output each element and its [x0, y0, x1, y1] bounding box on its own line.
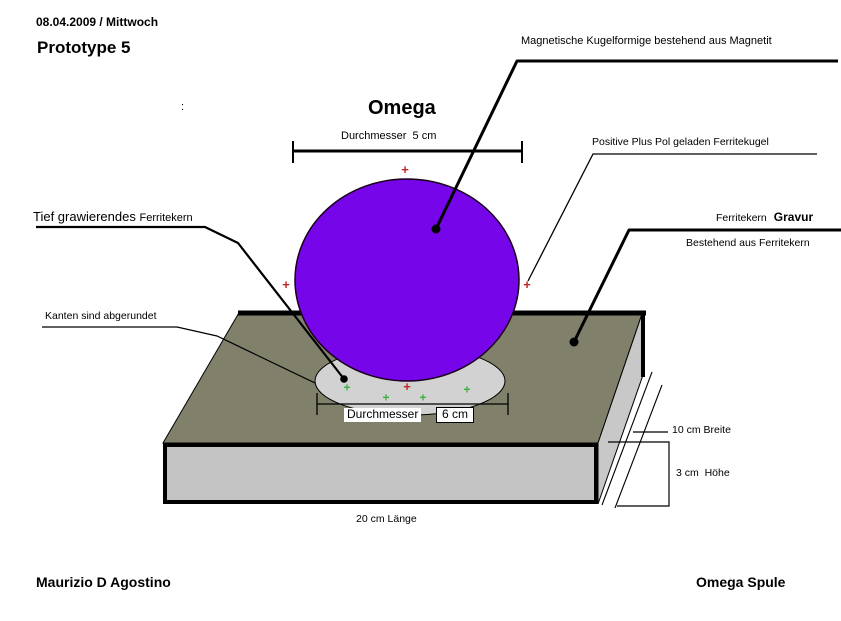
diagram-title: Omega: [368, 97, 436, 119]
red-plus-mark: +: [282, 277, 290, 293]
rounded-edges-label: Kanten sind abgerundet: [45, 310, 157, 322]
project-name: Omega Spule: [696, 574, 786, 590]
base-material-label: Bestehend aus Ferritekern: [686, 237, 810, 249]
gravur-pointer-line: [572, 228, 841, 343]
slab-width-label: 10 cm Breite: [672, 424, 731, 436]
author-name: Maurizio D Agostino: [36, 574, 171, 590]
engraving-label-bold: Gravur: [773, 210, 814, 224]
positive-pol-pointer-line: [527, 153, 817, 282]
base-diameter-word-label: Durchmesser: [344, 407, 422, 423]
breite-extension-line-1: [601, 371, 653, 506]
tief-pointer-line: [36, 225, 345, 380]
magnetit-pointer-line: [434, 59, 838, 230]
red-plus-mark: +: [523, 277, 531, 293]
tief-pointer-dot: [340, 375, 348, 383]
green-plus-mark: +: [463, 382, 471, 397]
sphere-material-label: Magnetische Kugelformige bestehend aus M…: [521, 35, 772, 47]
magnetit-pointer-dot: [431, 224, 441, 234]
green-plus-mark: +: [419, 390, 427, 405]
slab-front-face: [163, 443, 598, 504]
hoehe-bracket: [608, 441, 670, 507]
page-title: Prototype 5: [37, 38, 131, 57]
gravur-pointer-dot: [569, 337, 579, 347]
slab-length-label: 20 cm Länge: [356, 513, 417, 525]
engraving-label: Ferritekern Gravur: [716, 210, 814, 225]
ferrite-sphere: [294, 178, 520, 382]
breite-extension-line-2: [614, 384, 663, 509]
sphere-diameter-label: Durchmesser 5 cm: [341, 130, 437, 142]
stray-colon: :: [181, 101, 185, 113]
green-plus-mark: +: [343, 380, 351, 395]
engraving-label-normal: Ferritekern: [716, 212, 767, 224]
kanten-pointer-line: [42, 326, 316, 384]
positive-pole-label: Positive Plus Pol geladen Ferritekugel: [592, 136, 769, 148]
date-label: 08.04.2009 / Mittwoch: [36, 15, 159, 29]
green-plus-mark: +: [382, 390, 390, 405]
base-diameter-value-box: 6 cm: [436, 407, 475, 424]
red-plus-mark: +: [403, 379, 411, 395]
deep-engraved-label-main: Tief grawierendes: [33, 209, 136, 224]
red-plus-mark: +: [401, 162, 409, 178]
deep-engraved-label: Tief grawierendes Ferritekern: [33, 209, 193, 224]
slab-height-label: 3 cm Höhe: [676, 467, 730, 479]
deep-engraved-label-part: Ferritekern: [139, 212, 193, 224]
